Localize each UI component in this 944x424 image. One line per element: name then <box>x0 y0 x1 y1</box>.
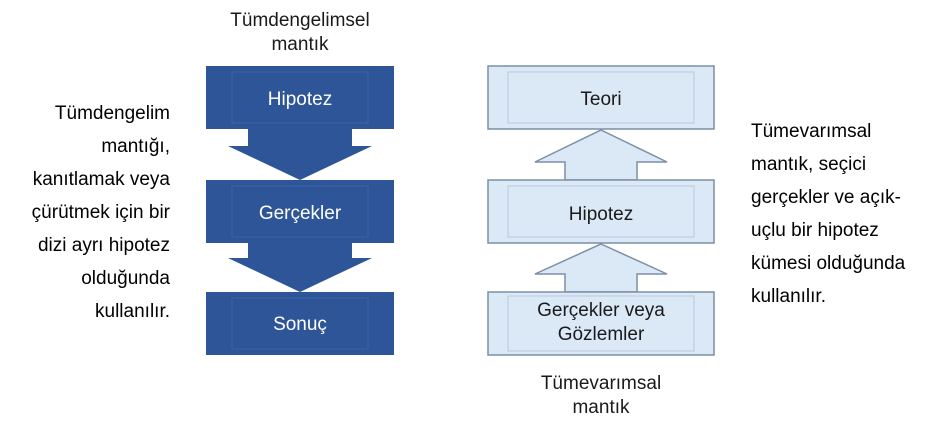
inductive-box-hypothesis-inner <box>507 185 695 238</box>
deductive-box-conclusion-inner <box>231 297 369 350</box>
deductive-description-line-2: mantığı, <box>101 136 170 157</box>
inductive-box-theory-inner <box>507 71 695 124</box>
inductive-box-facts-label-line2: Gözlemler <box>558 324 645 345</box>
deductive-title-line1: Tümdengelimsel <box>230 10 369 31</box>
deductive-description-line-6: olduğunda <box>81 268 170 289</box>
deductive-description-line-5: dizi ayrı hipotez <box>38 235 170 256</box>
inductive-box-theory <box>487 65 715 130</box>
inductive-box-hypothesis <box>487 179 715 244</box>
deductive-arrow-down-1 <box>228 129 372 180</box>
deductive-box-facts-inner <box>231 185 369 238</box>
deductive-box-hypothesis-inner <box>231 71 369 124</box>
inductive-title-line1: Tümevarımsal <box>541 373 661 394</box>
deductive-box-conclusion <box>206 292 394 355</box>
deductive-box-conclusion-label: Sonuç <box>273 314 327 335</box>
deductive-description: Tümdengelim mantığı, kanıtlamak veya çür… <box>32 103 171 322</box>
inductive-description-line-3: gerçekler ve açık- <box>751 187 901 208</box>
inductive-box-hypothesis-label: Hipotez <box>569 204 633 225</box>
deductive-box-facts-label: Gerçekler <box>259 203 342 224</box>
deductive-box-hypothesis-label: Hipotez <box>268 89 332 110</box>
inductive-box-facts-inner <box>507 295 695 352</box>
inductive-description-line-4: uçlu bir hipotez <box>751 220 879 241</box>
deductive-arrow-down-2 <box>228 243 372 292</box>
inductive-title-line2: mantık <box>572 397 630 418</box>
inductive-arrow-up-1 <box>534 129 668 181</box>
deductive-diagram: Tümdengelimsel mantık Hipotez Gerçekler … <box>206 10 394 355</box>
deductive-description-line-4: çürütmek için bir <box>32 202 171 223</box>
inductive-description-line-1: Tümevarımsal <box>751 121 871 142</box>
inductive-description-line-6: kullanılır. <box>751 286 826 307</box>
inductive-arrow-up-2 <box>534 243 668 293</box>
deductive-description-line-1: Tümdengelim <box>55 103 170 124</box>
inductive-box-facts <box>487 291 715 356</box>
deductive-description-line-3: kanıtlamak veya <box>33 169 171 190</box>
deductive-title-line2: mantık <box>271 34 329 55</box>
deductive-box-hypothesis <box>206 66 394 129</box>
inductive-description: Tümevarımsal mantık, seçici gerçekler ve… <box>751 121 906 307</box>
inductive-description-line-2: mantık, seçici <box>751 154 866 175</box>
inductive-diagram: Teori Hipotez Gerçekler veya Gözlemler T… <box>487 65 715 418</box>
deductive-description-line-7: kullanılır. <box>95 301 170 322</box>
deductive-box-facts <box>206 180 394 243</box>
inductive-description-line-5: kümesi olduğunda <box>751 253 906 274</box>
inductive-box-facts-label-line1: Gerçekler veya <box>537 300 665 321</box>
inductive-box-theory-label: Teori <box>580 89 621 110</box>
